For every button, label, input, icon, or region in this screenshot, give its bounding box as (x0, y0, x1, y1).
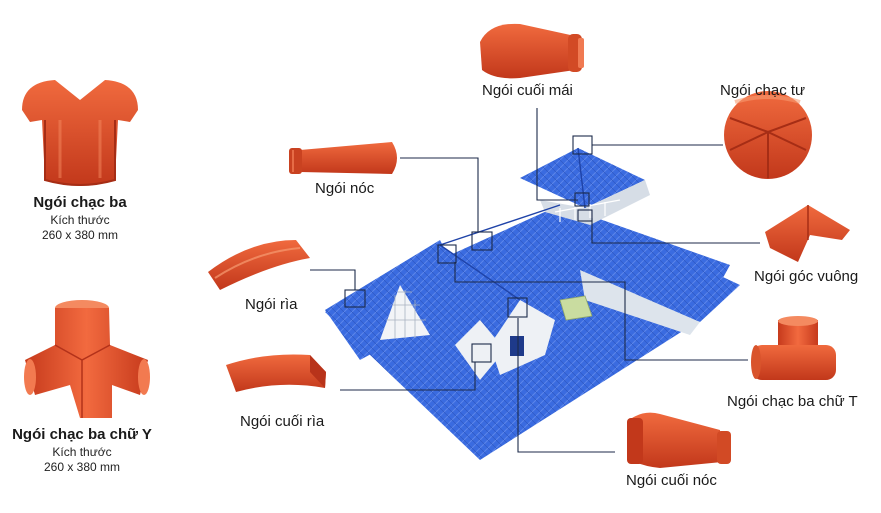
label-ria: Ngói rìa (245, 296, 298, 313)
label-noc: Ngói nóc (315, 180, 375, 197)
cuoi-noc-tile-icon (627, 412, 731, 468)
chac-ba-tile-icon (22, 80, 138, 186)
label-cuoi-noc: Ngói cuối nóc (626, 472, 717, 489)
ria-tile-icon (208, 240, 310, 290)
label-chac-ba-chu-t: Ngói chạc ba chữ T (727, 393, 858, 410)
label-goc-vuong: Ngói góc vuông (754, 268, 859, 285)
label-cuoi-mai: Ngói cuối mái (482, 82, 573, 99)
chac-ba-caption: Ngói chạc ba Kích thước 260 x 380 mm (10, 194, 150, 243)
chac-tu-tile-icon (724, 91, 812, 179)
chac-ba-name: Ngói chạc ba (33, 194, 127, 211)
chac-ba-chu-y-name: Ngói chạc ba chữ Y (12, 426, 152, 443)
chac-ba-chu-y-caption: Ngói chạc ba chữ Y Kích thước 260 x 380 … (2, 426, 162, 475)
label-cuoi-ria: Ngói cuối rìa (240, 413, 325, 430)
house-illustration (325, 147, 740, 460)
goc-vuong-tile-icon (765, 205, 850, 262)
chac-ba-size-label: Kích thước (50, 212, 110, 227)
chac-ba-chu-t-tile-icon (751, 316, 836, 380)
cuoi-mai-tile-icon (480, 23, 584, 79)
leader-lines (310, 108, 760, 453)
chac-ba-chu-y-size-label: Kích thước (52, 444, 112, 459)
noc-tile-icon (289, 142, 397, 174)
chac-ba-chu-y-size: 260 x 380 mm (43, 459, 121, 474)
chac-ba-chu-y-tile-icon (24, 300, 150, 418)
chac-ba-size: 260 x 380 mm (41, 227, 119, 242)
cuoi-ria-tile-icon (226, 354, 326, 392)
label-chac-tu: Ngói chạc tư (720, 82, 806, 99)
